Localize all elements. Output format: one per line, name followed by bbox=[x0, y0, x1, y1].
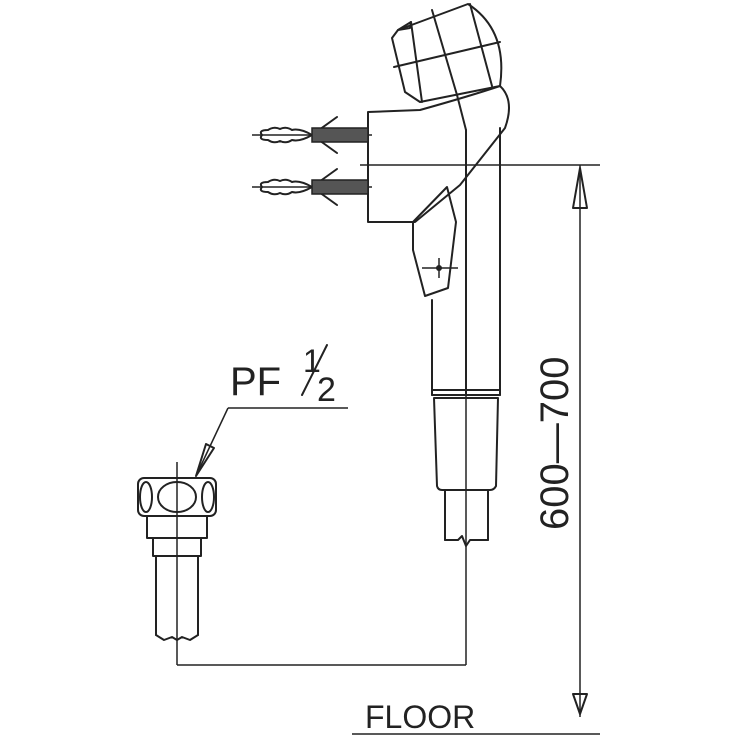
fixture-head bbox=[391, 3, 503, 103]
wall-anchor-upper bbox=[252, 116, 372, 154]
floor: FLOOR bbox=[352, 699, 600, 735]
thread-spec-denominator: 2 bbox=[317, 371, 336, 409]
wall-anchor-lower bbox=[252, 168, 372, 206]
floor-label: FLOOR bbox=[365, 699, 475, 735]
supply-fitting bbox=[137, 462, 466, 666]
lever-handle bbox=[412, 186, 458, 297]
thread-spec-numerator: 1 bbox=[303, 343, 321, 379]
dimension-label: 600—700 bbox=[533, 357, 577, 530]
wall-bracket-body bbox=[360, 85, 600, 396]
height-dimension: 600—700 bbox=[533, 165, 588, 717]
vertical-pipe bbox=[431, 389, 501, 665]
thread-spec-main: PF bbox=[230, 360, 281, 404]
thread-spec-callout: PF 1 2 bbox=[195, 343, 348, 477]
